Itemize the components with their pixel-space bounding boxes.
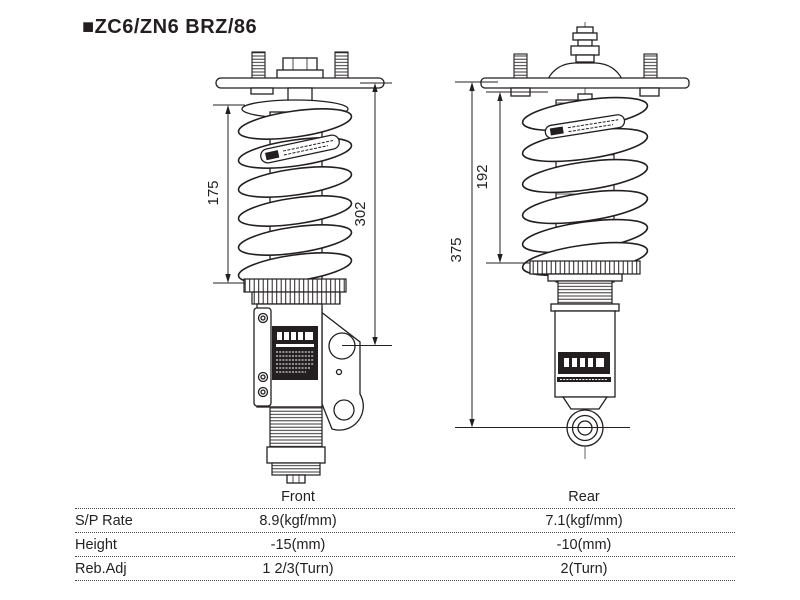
rear-right-stud: [643, 53, 658, 80]
front-spring-dimension-label: 175: [205, 180, 222, 205]
col-header-front: Front: [281, 489, 315, 505]
front-overall-dimension: 302: [342, 82, 392, 346]
front-spring-dimension: 175: [205, 104, 245, 284]
front-value: 1 2/3(Turn): [262, 560, 334, 577]
rear-spring-seat-locknuts: [529, 260, 641, 282]
front-overall-dimension-label: 302: [352, 201, 369, 226]
rear-threaded-section: [557, 280, 613, 305]
front-right-stud: [334, 51, 349, 80]
rear-left-stud: [513, 53, 528, 80]
front-damper-label: [272, 326, 318, 380]
front-bracket-lower-hole: [333, 399, 355, 421]
rear-spring-dimension-label: 192: [474, 164, 491, 189]
front-value: -15(mm): [270, 536, 326, 553]
rear-spring-part-sticker: [544, 114, 626, 139]
rear-overall-dimension-label: 375: [448, 237, 465, 262]
front-value: 8.9(kgf/mm): [259, 512, 337, 529]
front-top-mount: [215, 51, 385, 119]
rear-mount-dome: [546, 62, 624, 80]
rear-value: 2(Turn): [560, 560, 608, 577]
front-left-stud: [251, 51, 266, 80]
rear-value: 7.1(kgf/mm): [545, 512, 623, 529]
front-top-plate: [215, 77, 385, 89]
rear-top-mount: [480, 26, 690, 97]
row-label: S/P Rate: [75, 512, 133, 529]
front-top-nut: [282, 57, 318, 72]
col-header-rear: Rear: [568, 489, 600, 505]
rear-value: -10(mm): [556, 536, 612, 553]
row-label: Reb.Adj: [75, 560, 127, 577]
rear-spring-dimension: 192: [474, 91, 548, 264]
spec-table: Front Rear S/P Rate 8.9(kgf/mm) 7.1(kgf/…: [75, 486, 735, 581]
rear-top-plate: [480, 77, 690, 89]
rear-coilover-drawing: 192 375: [448, 22, 690, 459]
front-spring-part-sticker: [260, 134, 340, 164]
rear-damper-label: [557, 352, 611, 382]
spec-table-header: Front Rear: [75, 486, 735, 509]
page-title: ■ZC6/ZN6 BRZ/86: [82, 16, 258, 38]
table-row-height: Height -15(mm) -10(mm): [75, 533, 735, 557]
rear-overall-dimension: 375: [448, 81, 630, 428]
rear-eye-neck: [561, 396, 609, 410]
rear-damper-body: [550, 280, 620, 410]
table-row-reb-adj: Reb.Adj 1 2/3(Turn) 2(Turn): [75, 557, 735, 581]
front-spring-seat-locknuts: [243, 278, 347, 305]
front-coilover-drawing: 175 302: [205, 51, 392, 484]
front-threaded-mount: [266, 406, 326, 484]
row-label: Height: [75, 536, 117, 553]
table-row-sp-rate: S/P Rate 8.9(kgf/mm) 7.1(kgf/mm): [75, 509, 735, 533]
